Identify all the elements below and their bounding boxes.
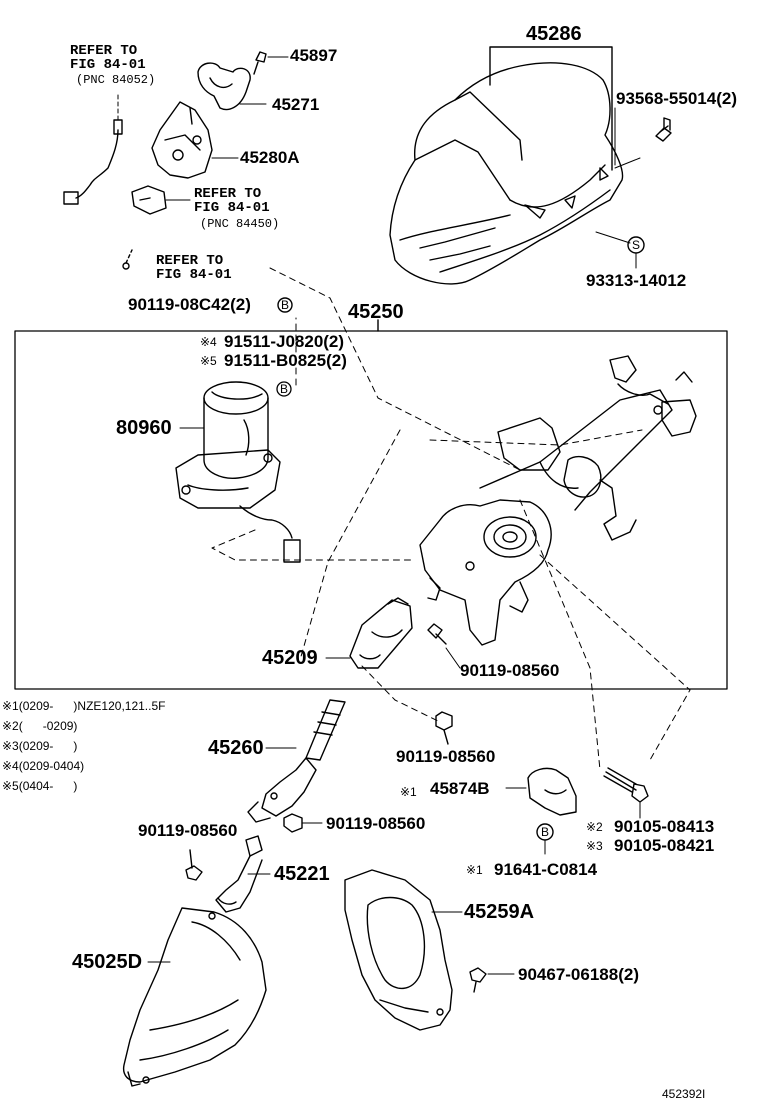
clip-fig84: [123, 250, 132, 269]
part-90119-08560-c: 90119-08560: [326, 814, 426, 833]
note-4: ※4(0209-0404): [2, 759, 85, 773]
part-91641-C0814: 91641-C0814: [494, 860, 598, 879]
part-45250: 45250: [348, 301, 404, 323]
part-93313-14012: 93313-14012: [586, 271, 687, 290]
mark-3: ※3: [586, 839, 603, 853]
clip-90467: [470, 968, 486, 992]
part-45271: 45271: [272, 95, 320, 114]
bracket-45280A: [152, 102, 212, 178]
assembly-45250-frame: [15, 331, 727, 689]
column-assembly-45250: [420, 356, 696, 645]
motor-80960: [176, 382, 300, 562]
bolt-90119-a: [428, 624, 446, 644]
part-45280A: 45280A: [240, 148, 300, 167]
column-cover-45286: [390, 47, 623, 284]
part-45209: 45209: [262, 647, 318, 669]
note-3: ※3(0209- ): [2, 739, 78, 753]
figure-id: 452392I: [662, 1087, 706, 1101]
circle-b-marker-1: B: [281, 298, 290, 312]
part-91511-B0825: 91511-B0825(2): [224, 351, 347, 370]
bolt-90119-b: [436, 712, 452, 744]
u-joint-45209: [350, 598, 412, 668]
part-90105-08413: 90105-08413: [614, 817, 715, 836]
mark-1a: ※1: [400, 785, 417, 799]
part-93568-55014: 93568-55014(2): [616, 89, 737, 108]
shaft-45260: [248, 700, 345, 822]
part-90467-06188: 90467-06188(2): [518, 965, 639, 984]
part-45025D: 45025D: [72, 951, 143, 973]
part-45221: 45221: [274, 863, 330, 885]
mark-2: ※2: [586, 820, 603, 834]
mark-1b: ※1: [466, 863, 483, 877]
shaft-45221: [216, 836, 262, 912]
cover-45025D: [124, 908, 266, 1086]
bracket-45271: [198, 63, 250, 109]
circle-b-marker-2-ring: [276, 381, 292, 397]
part-90105-08421: 90105-08421: [614, 836, 715, 855]
mark-5: ※5: [200, 354, 217, 368]
part-90119-08C42: 90119-08C42(2): [128, 295, 251, 314]
harness-84052: [64, 120, 122, 204]
part-45286: 45286: [526, 23, 582, 45]
note-1: ※1(0209- )NZE120,121..5F: [2, 699, 166, 713]
part-45874B: 45874B: [430, 779, 490, 798]
ref-1-line1: REFER TO: [70, 43, 138, 59]
ref-1-line2: FIG 84-01: [70, 57, 146, 73]
note-5: ※5(0404- ): [2, 779, 78, 793]
bolt-90119-c: [284, 814, 302, 832]
part-90119-08560-a: 90119-08560: [460, 661, 560, 680]
cover-45259A: [345, 870, 452, 1030]
part-45897: 45897: [290, 46, 338, 65]
part-90119-08560-b: 90119-08560: [396, 747, 496, 766]
part-91511-J0820: 91511-J0820(2): [224, 332, 345, 351]
screw-93568: [656, 118, 671, 141]
mark-4: ※4: [200, 335, 217, 349]
note-2: ※2( -0209): [2, 719, 78, 733]
part-80960: 80960: [116, 417, 172, 439]
circle-s-marker: S: [632, 238, 641, 252]
connector-84450: [132, 186, 166, 214]
ref-1-line3: (PNC 84052): [76, 73, 156, 87]
part-90119-08560-d: 90119-08560: [138, 821, 238, 840]
part-45260: 45260: [208, 737, 264, 759]
bolt-90105: [604, 768, 648, 802]
ref-2-line3: (PNC 84450): [200, 217, 280, 231]
screw-45897: [254, 52, 266, 74]
ref-3-line2: FIG 84-01: [156, 267, 232, 283]
circle-b-marker-2: B: [280, 382, 289, 396]
circle-b-marker-3: B: [541, 825, 550, 839]
ref-2-line1: REFER TO: [194, 186, 262, 202]
ref-2-line2: FIG 84-01: [194, 200, 270, 216]
bracket-45874B: [528, 768, 576, 815]
bolt-90119-d: [186, 850, 202, 880]
ref-3-line1: REFER TO: [156, 253, 224, 269]
part-45259A: 45259A: [464, 901, 535, 923]
